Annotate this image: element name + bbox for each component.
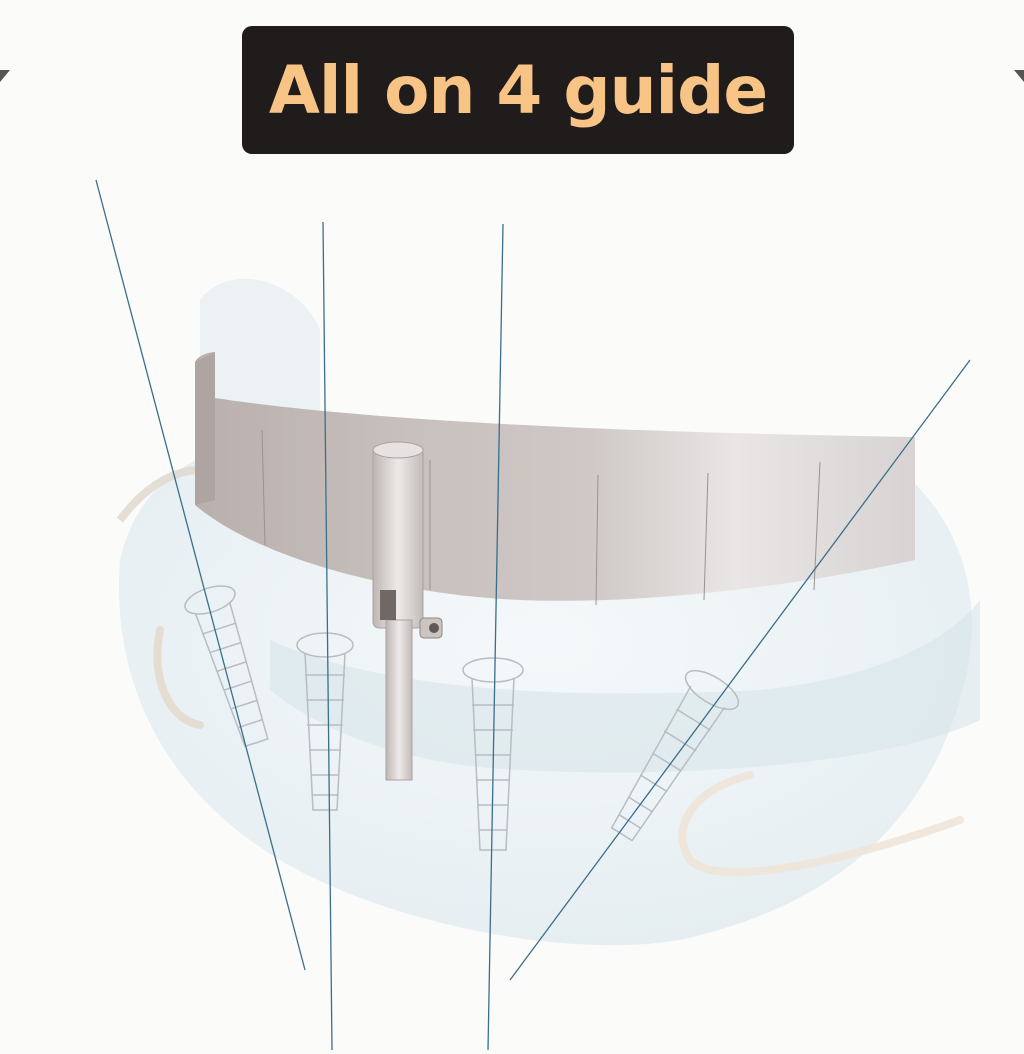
implant-2 <box>296 632 354 811</box>
corner-marker-left <box>0 70 10 82</box>
guide-line-2 <box>322 221 333 1051</box>
guide-line-4 <box>509 359 971 981</box>
guide-line-3 <box>487 223 504 1051</box>
implant-1 <box>184 585 269 748</box>
title-badge: All on 4 guide <box>242 26 794 154</box>
title-text: All on 4 guide <box>268 51 768 129</box>
guide-pin <box>372 441 443 781</box>
jaw-shape <box>116 278 980 946</box>
guide-lines <box>95 179 971 1051</box>
corner-marker-right <box>1014 70 1024 82</box>
implant-4 <box>610 669 740 842</box>
guide-line-1 <box>95 179 306 971</box>
